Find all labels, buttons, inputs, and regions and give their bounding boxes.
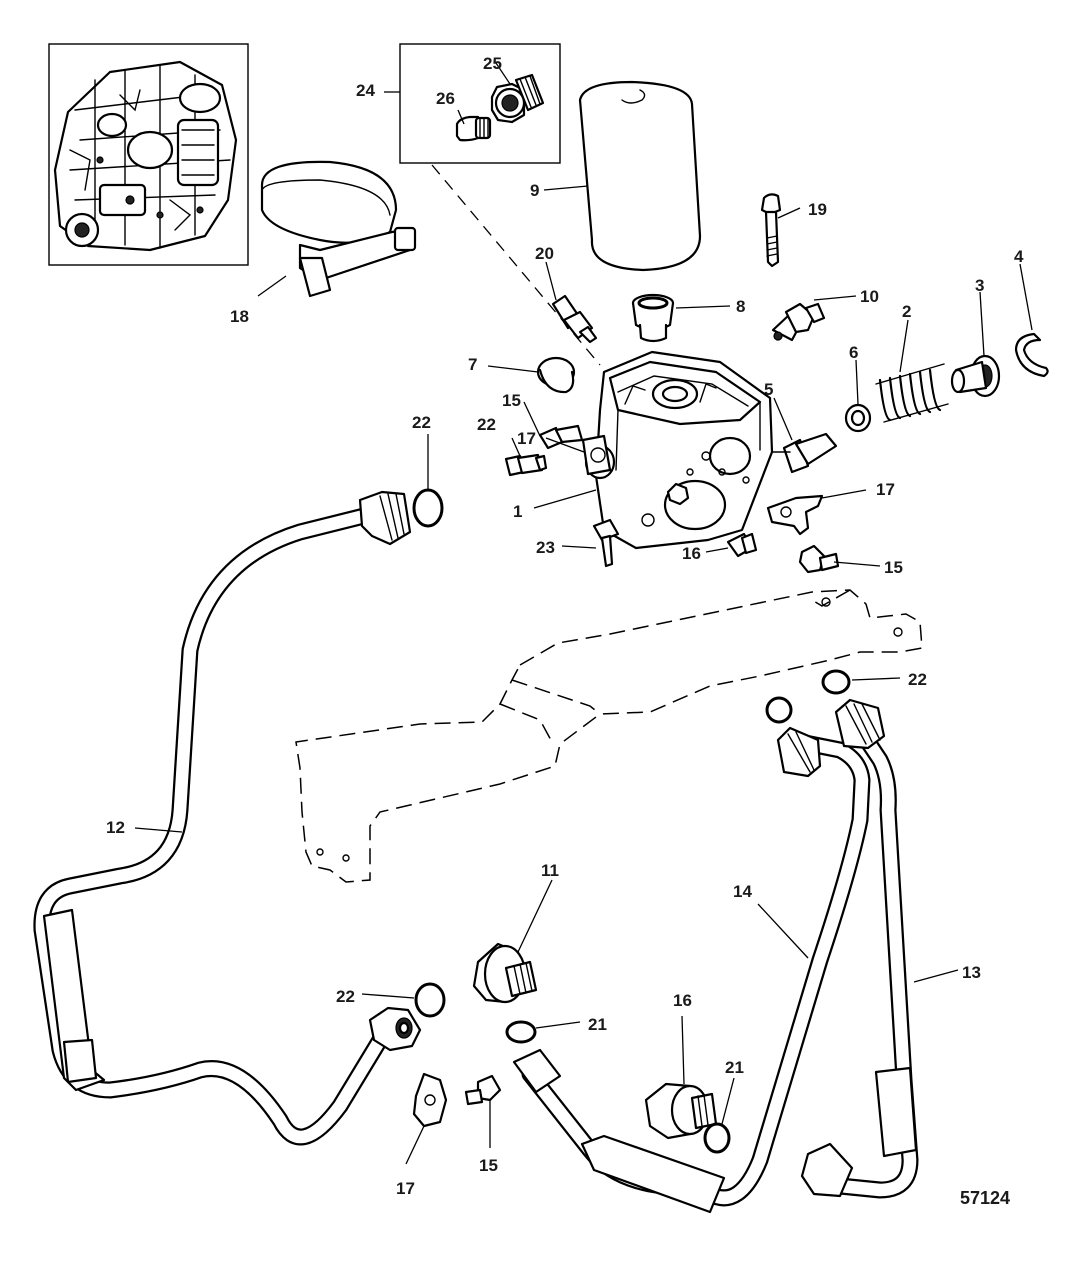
- callout-18: 18: [230, 307, 249, 326]
- callout-14: 14: [733, 882, 752, 901]
- plug-fitting-26: [455, 115, 492, 142]
- callout-20: 20: [535, 244, 554, 263]
- callout-1: 1: [513, 502, 522, 521]
- fitting-kit-box: [399, 43, 561, 164]
- callout-9: 9: [530, 181, 539, 200]
- callout-23: 23: [536, 538, 555, 557]
- o-ring-22-lower: [414, 982, 446, 1018]
- callout-22-right: 22: [908, 670, 927, 689]
- callout-21-right: 21: [725, 1058, 744, 1077]
- figure-number: 57124: [960, 1188, 1010, 1208]
- oil-filter-9: [578, 80, 702, 272]
- o-ring-21-left: [505, 1020, 537, 1044]
- spring-2: [875, 363, 949, 423]
- engine-illustration: [53, 60, 238, 252]
- fitting-8: [631, 293, 675, 343]
- bolt-15-lower: [464, 1074, 502, 1106]
- filter-housing-1: [584, 350, 774, 550]
- callout-11: 11: [541, 861, 559, 880]
- callout-16-lower: 16: [673, 991, 692, 1010]
- callout-4: 4: [1014, 247, 1024, 266]
- o-ring-21-right: [703, 1122, 731, 1154]
- callout-8: 8: [736, 297, 745, 316]
- bracket-17-right: [766, 494, 824, 536]
- callout-6: 6: [849, 343, 858, 362]
- callout-17-right: 17: [876, 480, 895, 499]
- callout-16-upper: 16: [682, 544, 701, 563]
- callout-24: 24: [356, 81, 375, 100]
- bracket-17-lower: [412, 1072, 448, 1128]
- callout-5: 5: [764, 380, 773, 399]
- fitting-22-upper: [504, 453, 548, 477]
- sensor-20: [551, 294, 598, 344]
- engine-locator-inset: [48, 43, 249, 266]
- callout-22-upper-left: 22: [412, 413, 431, 432]
- screw-19: [760, 193, 782, 268]
- bolt-15-upper: [538, 424, 584, 450]
- callout-15-right: 15: [884, 558, 903, 577]
- kit-to-housing-dashed-line: [431, 164, 601, 366]
- callout-19: 19: [808, 200, 827, 219]
- leader-lines: [134, 59, 1033, 1165]
- callout-2: 2: [902, 302, 911, 321]
- valve-body-3: [950, 354, 1001, 398]
- callout-labels: 1 2 3 4 5 6 7 8 9 10 11 12 13 14 15 15 1…: [106, 54, 1024, 1198]
- plug-7: [536, 356, 576, 394]
- bolt-23: [592, 518, 620, 568]
- o-ring-22-tube-14: [765, 696, 793, 724]
- switch-10: [771, 302, 826, 342]
- retaining-ring-4: [1014, 332, 1049, 378]
- callout-25: 25: [483, 54, 502, 73]
- callout-12: 12: [106, 818, 125, 837]
- hose-clamp-18: [260, 160, 417, 298]
- callout-21-left: 21: [588, 1015, 607, 1034]
- fitting-16-upper: [726, 532, 758, 558]
- callout-26: 26: [436, 89, 455, 108]
- adapter-fitting-25: [490, 73, 545, 124]
- callout-22-housing: 22: [477, 415, 496, 434]
- callout-7: 7: [468, 355, 477, 374]
- washer-6: [844, 403, 872, 433]
- tube-end-fitting-lower-left: [368, 1006, 422, 1052]
- bracket-17-upper: [581, 434, 612, 476]
- callout-17-lower: 17: [396, 1179, 415, 1198]
- valve-piston-5: [771, 432, 838, 474]
- callout-15-upper: 15: [502, 391, 521, 410]
- oil-line-14: [512, 696, 871, 1214]
- callout-13: 13: [962, 963, 981, 982]
- oil-line-13: [800, 669, 919, 1199]
- callout-17-upper: 17: [517, 429, 536, 448]
- callout-15-lower: 15: [479, 1156, 498, 1175]
- bolt-15-right: [798, 544, 840, 574]
- o-ring-22-tube-13: [821, 669, 851, 695]
- callout-10: 10: [860, 287, 879, 306]
- callout-22-lower: 22: [336, 987, 355, 1006]
- callout-3: 3: [975, 276, 984, 295]
- mounting-bracket-dashed: [295, 589, 923, 883]
- fitting-11: [472, 942, 538, 1004]
